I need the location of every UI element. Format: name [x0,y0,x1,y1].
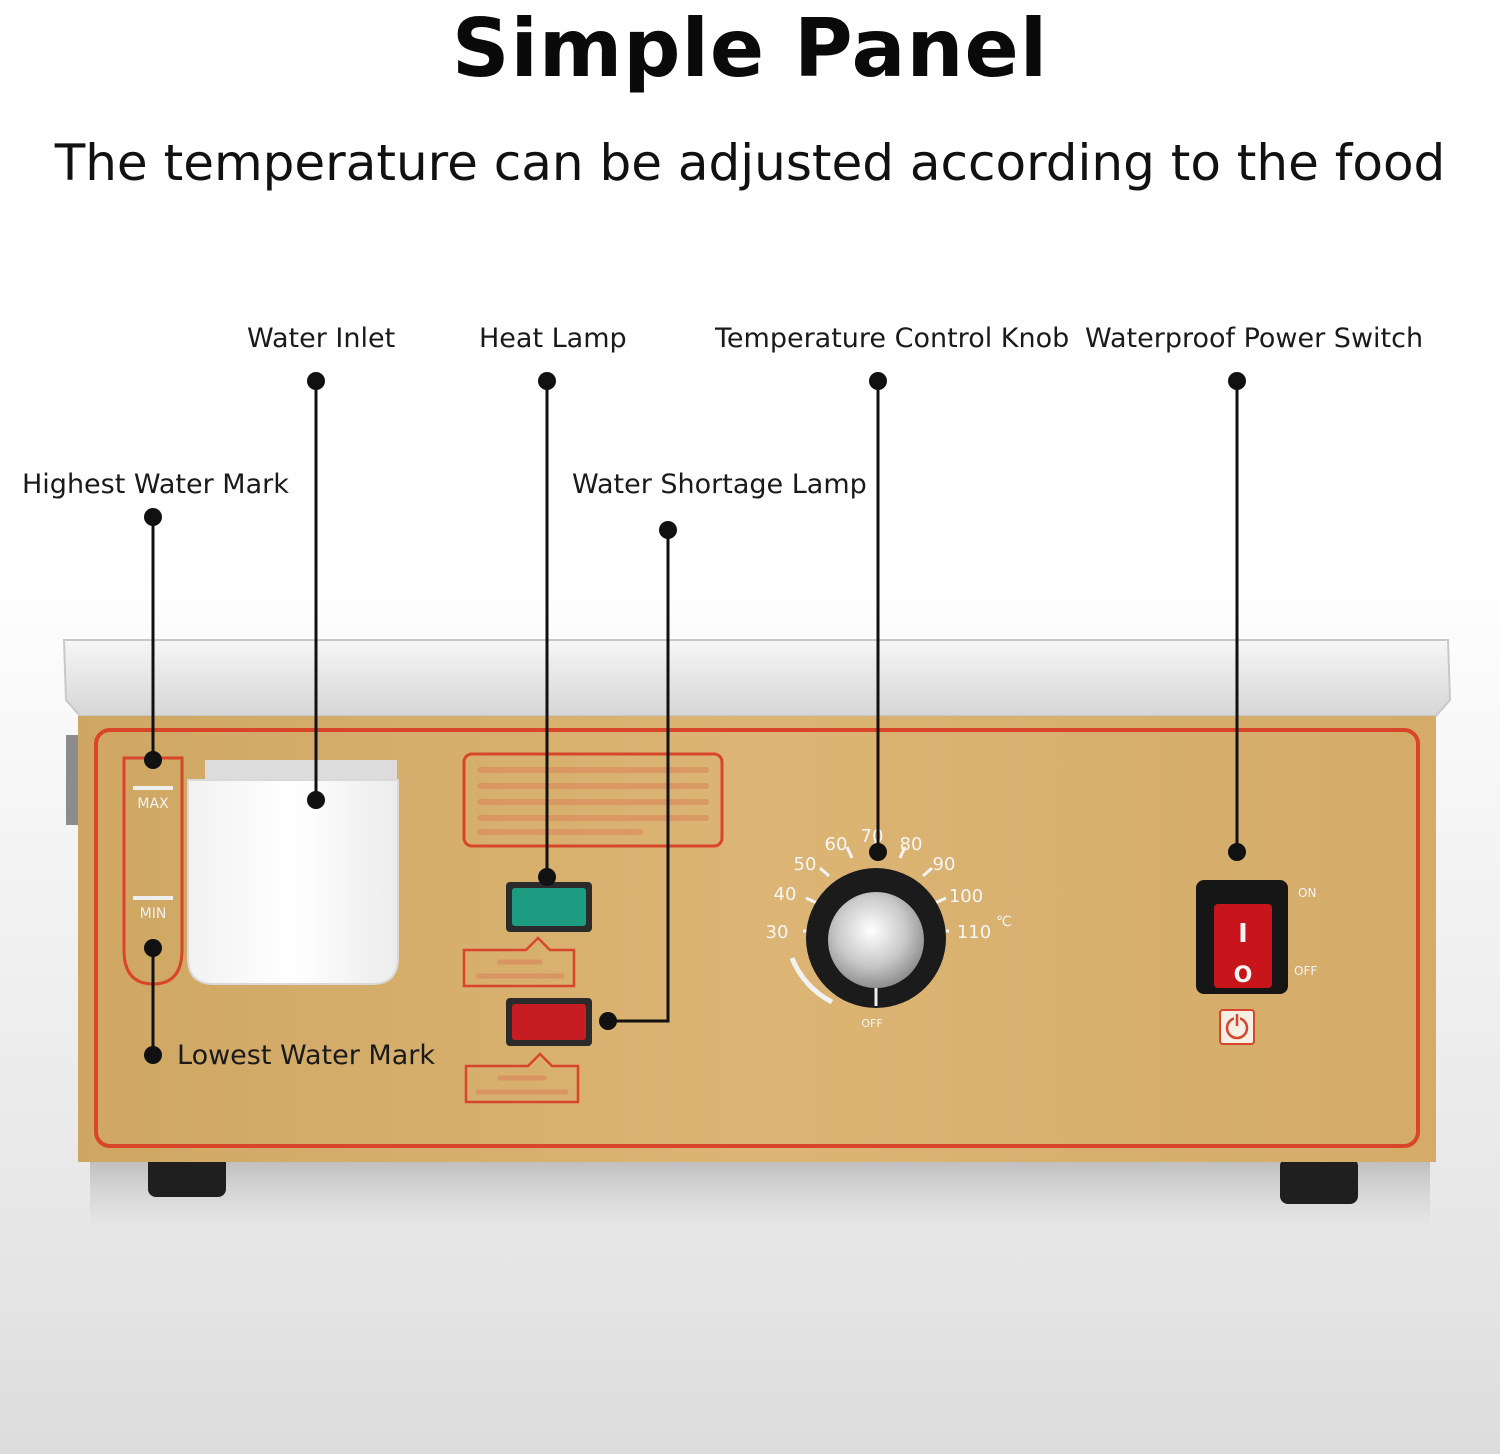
dial-arc [789,957,834,1005]
water-level-gauge [122,756,184,986]
page-subtitle: The temperature can be adjusted accordin… [54,134,1446,192]
page-title: Simple Panel [451,2,1049,95]
knob-cap [828,892,924,988]
water-inlet-lid [205,760,397,780]
callout-waterproof-power-switch: Waterproof Power Switch [1085,323,1424,354]
dial-label-50: 50 [794,854,817,875]
power-icon [1225,1016,1249,1040]
switch-on-symbol: I [1238,919,1248,949]
dial-label-70: 70 [861,826,884,847]
callout-temperature-control-knob: Temperature Control Knob [715,323,1070,354]
front-panel [78,716,1436,1162]
callout-highest-water-mark: Highest Water Mark [22,469,289,500]
dial-label-30: 30 [766,922,789,943]
dial-unit: ℃ [996,914,1012,930]
gauge-min-label: MIN [140,906,167,922]
waterproof-power-switch[interactable] [1214,904,1272,988]
dial-label-40: 40 [774,884,797,905]
dial-label-100: 100 [949,886,983,907]
gauge-max-label: MAX [137,796,169,812]
dial-label-60: 60 [825,834,848,855]
switch-off-label: OFF [1294,964,1317,978]
instruction-text-block [477,767,709,835]
water-shortage-lamp [512,1004,586,1040]
dial-ticks [803,839,949,933]
callout-water-inlet: Water Inlet [247,323,396,354]
power-symbol-plate [1219,1009,1255,1045]
dial-label-80: 80 [900,834,923,855]
floor-shadow [90,1160,1430,1230]
heat-lamp-tag [462,936,576,988]
dial-label-110: 110 [957,922,991,943]
max-line [133,786,173,790]
panel-trim [94,728,1420,1148]
heat-lamp-tag-text [475,959,565,979]
callout-lowest-water-mark: Lowest Water Mark [177,1040,435,1071]
left-foot [148,1155,226,1197]
top-plate [62,639,1452,717]
switch-off-symbol: O [1234,963,1253,988]
callout-water-shortage-lamp: Water Shortage Lamp [572,469,867,500]
instruction-plate [462,752,724,848]
dial-off-label: OFF [861,1017,882,1030]
temperature-control-knob[interactable] [806,868,946,1008]
side-bracket [66,735,80,825]
shortage-lamp-tag-text [475,1075,569,1095]
water-inlet[interactable] [187,779,399,985]
heat-lamp-bezel [506,882,592,932]
right-foot [1280,1158,1358,1204]
shortage-lamp-bezel [506,998,592,1046]
shortage-lamp-tag [464,1052,580,1104]
switch-on-label: ON [1298,886,1316,900]
dial-label-90: 90 [933,854,956,875]
callout-heat-lamp: Heat Lamp [479,323,627,354]
heat-lamp [512,888,586,926]
min-line [133,896,173,900]
switch-housing [1196,880,1288,994]
